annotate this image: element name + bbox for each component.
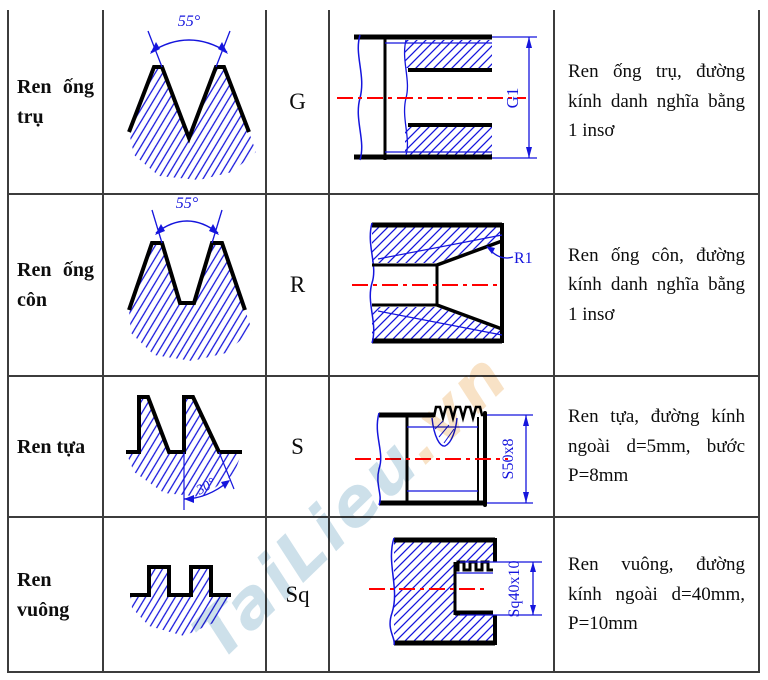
dim-sq40x10-label: Sq40x10 <box>506 561 523 618</box>
row2-description-cell: Ren ống côn, đường kính danh nghĩa bằng … <box>555 195 760 377</box>
thread-name: Ren ống trụ <box>17 75 94 128</box>
row1-description-cell: Ren ống trụ, đường kính danh nghĩa bằng … <box>555 10 760 195</box>
square-thread-hole-section-drawing: Sq40x10 <box>369 537 542 646</box>
v-thread-profile-drawing: 55° <box>127 13 256 180</box>
row3-name-cell: Ren tựa <box>9 377 104 518</box>
taper-thread-section-drawing: R1 <box>352 222 533 344</box>
row3-description-cell: Ren tựa, đường kính ngoài d=5mm, bước P=… <box>555 377 760 518</box>
row2-section-cell: R1 <box>330 195 555 377</box>
truncated-v-profile-drawing: 55° <box>127 195 252 361</box>
row4-section-cell: Sq40x10 <box>330 518 555 673</box>
dim-s50x8-label: S50x8 <box>500 439 517 480</box>
row4-symbol-cell: Sq <box>267 518 330 673</box>
row3-symbol-cell: S <box>267 377 330 518</box>
angle-55-label: 55° <box>178 13 201 30</box>
row2-name-cell: Ren ống côn <box>9 195 104 377</box>
square-profile-drawing <box>130 565 231 636</box>
row4-description-cell: Ren vuông, đường kính ngoài d=40mm, P=10… <box>555 518 760 673</box>
row3-profile-cell: 30° <box>104 377 267 518</box>
row4-name-cell: Ren vuông <box>9 518 104 673</box>
row1-section-cell: G1 <box>330 10 555 195</box>
thread-symbol: R <box>289 272 306 297</box>
pipe-thread-section-drawing: G1 <box>337 34 537 161</box>
row4-profile-cell <box>104 518 267 673</box>
dim-g1-label: G1 <box>503 88 522 109</box>
angle-55-label: 55° <box>176 195 199 212</box>
thread-symbol: Sq <box>285 581 310 607</box>
row1-name-cell: Ren ống trụ <box>9 10 104 195</box>
buttress-shaft-section-drawing: S50x8 <box>355 405 533 507</box>
thread-name: Ren ống côn <box>17 259 94 311</box>
thread-description: Ren ống côn, đường kính danh nghĩa bằng … <box>568 244 745 325</box>
thread-name: Ren vuông <box>17 568 70 621</box>
row2-symbol-cell: R <box>267 195 330 377</box>
row1-symbol-cell: G <box>267 10 330 195</box>
thread-symbol: S <box>291 433 304 459</box>
row1-profile-cell: 55° <box>104 10 267 195</box>
row3-section-cell: S50x8 <box>330 377 555 518</box>
thread-description: Ren ống trụ, đường kính danh nghĩa bằng … <box>568 61 745 142</box>
thread-description: Ren vuông, đường kính ngoài d=40mm, P=10… <box>568 554 745 635</box>
thread-description: Ren tựa, đường kính ngoài d=5mm, bước P=… <box>568 406 745 487</box>
dim-r1-label: R1 <box>514 250 533 267</box>
thread-name: Ren tựa <box>17 435 86 458</box>
thread-symbol: G <box>289 88 306 114</box>
buttress-profile-drawing: 30° <box>126 395 242 510</box>
thread-types-table: Ren ống trụ 55° G <box>7 10 760 673</box>
row2-profile-cell: 55° <box>104 195 267 377</box>
